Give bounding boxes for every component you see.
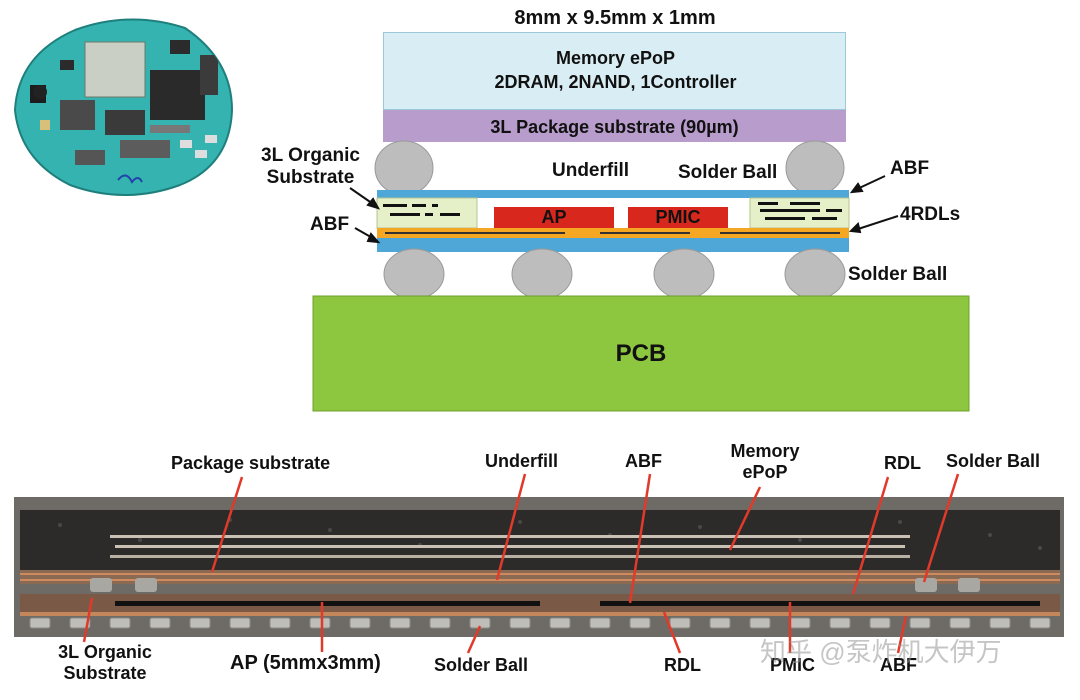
top-schematic-shapes (312, 140, 970, 412)
package-substrate-pointer (210, 476, 244, 573)
package-substrate-layer: 3L Package substrate (90µm) (383, 110, 846, 142)
package-substrate-label: 3L Package substrate (90µm) (490, 117, 739, 137)
circuit-board-photo (13, 18, 234, 196)
pmic-chip-label: PMIC (655, 207, 701, 227)
memory-pointer (728, 486, 762, 551)
solder-ball-bottom-caption: Solder Ball (434, 655, 529, 675)
abf-pointer (628, 473, 652, 604)
pmic-chip (628, 207, 728, 229)
ap-chip-label: AP (541, 207, 567, 227)
underfill-pointer (495, 473, 527, 581)
solder-ball-top-pointer (922, 473, 960, 583)
organic-substrate-caption: 3L Organic Substrate (58, 642, 152, 683)
pcb-board (312, 295, 970, 412)
watermark: 知乎 @泵炸机大伊万 (760, 637, 1002, 667)
underfill-label: Underfill (552, 160, 630, 181)
solder-ball-top-caption: Solder Ball (946, 451, 1041, 471)
abf-bottom-pointer (896, 615, 908, 654)
rdl-count-label: 4RDLs (900, 204, 961, 225)
rdl-bottom-pointer (662, 611, 682, 654)
abf-caption: ABF (625, 451, 662, 471)
pcb-label: PCB (615, 340, 667, 367)
rdl-top-caption: RDL (884, 453, 921, 473)
rdl-bottom-caption: RDL (664, 655, 701, 675)
memory-epop-caption: Memory ePoP (730, 441, 800, 482)
rdl-right-arrow (854, 215, 899, 231)
organic-substrate-pointer (82, 597, 94, 643)
memory-epop-components: 2DRAM, 2NAND, 1Controller (494, 72, 737, 92)
ap-size-caption: AP (5mmx3mm) (230, 652, 381, 674)
abf-left-label: ABF (310, 214, 350, 235)
solder-ball-bottom-pointer (466, 625, 482, 654)
memory-epop-box: Memory ePoP 2DRAM, 2NAND, 1Controller (383, 32, 846, 110)
organic-substrate-label: 3L Organic Substrate (261, 145, 360, 188)
abf-right-label: ABF (890, 158, 930, 179)
pmic-caption: PMIC (770, 655, 815, 675)
lower-solder-ball-label: Solder Ball (848, 264, 948, 285)
dimension-title: 8mm x 9.5mm x 1mm (514, 7, 716, 29)
rdl-top-pointer (851, 476, 890, 595)
abf-bottom-caption: ABF (880, 655, 917, 675)
abf-bottom-layer (377, 238, 849, 252)
package-substrate-caption: Package substrate (171, 453, 331, 473)
memory-epop-label: Memory ePoP (555, 48, 676, 68)
ap-chip (494, 207, 614, 229)
abf-top-layer (377, 190, 849, 198)
underfill-caption: Underfill (485, 451, 559, 471)
upper-solder-ball-label: Solder Ball (678, 162, 778, 183)
